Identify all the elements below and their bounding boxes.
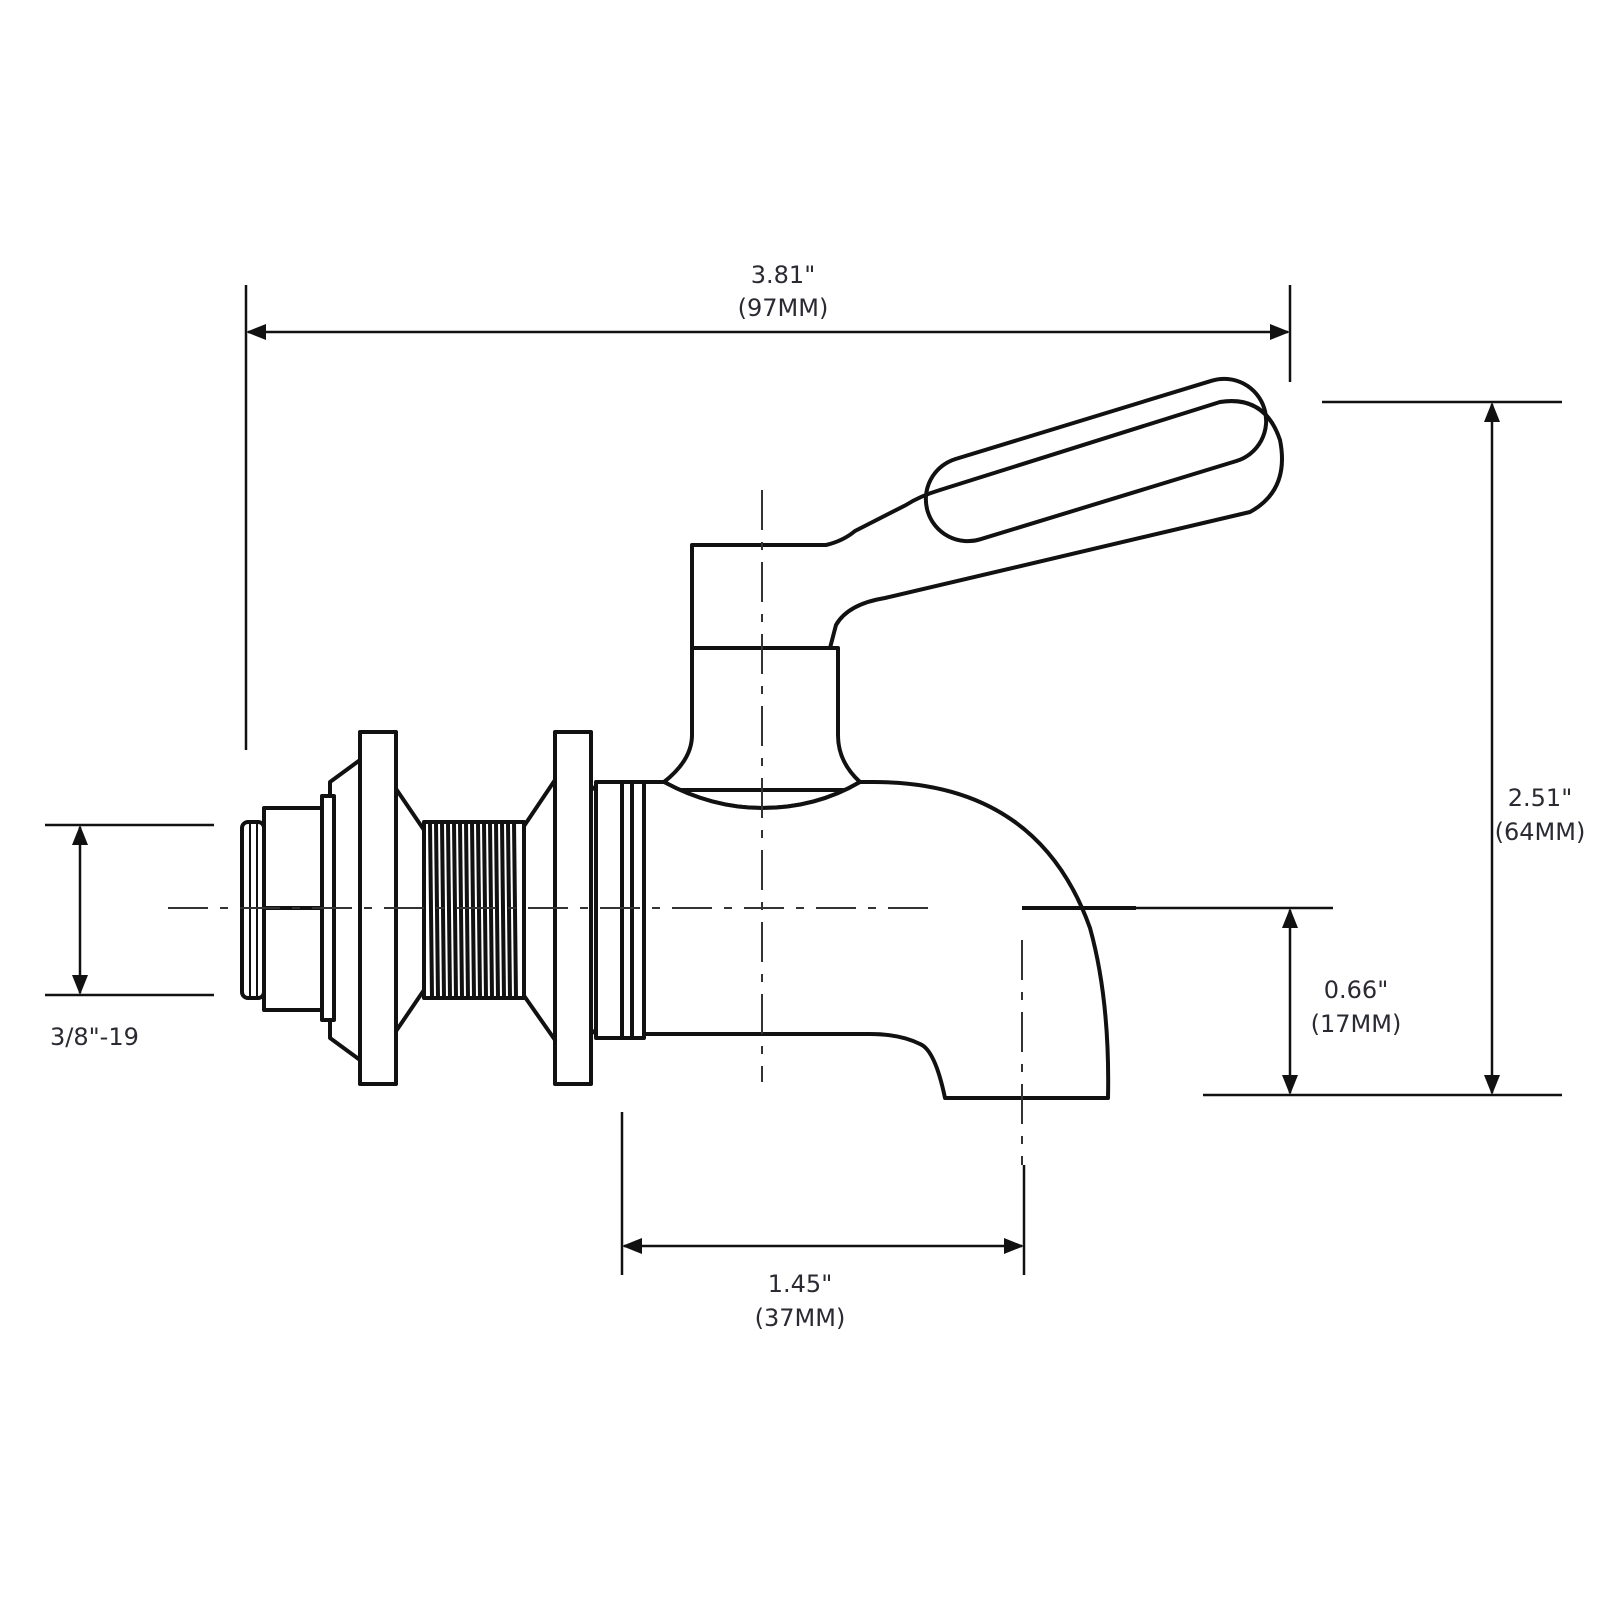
spout-body <box>638 780 1111 1100</box>
spout-height-inch: 0.66" <box>1324 976 1388 1004</box>
thread-line <box>488 821 494 999</box>
thread-line <box>464 821 470 999</box>
thread-line <box>506 821 512 999</box>
thread-line <box>512 821 518 999</box>
thread-line <box>446 821 452 999</box>
thread-line <box>476 821 482 999</box>
overall-height-mm: (64MM) <box>1495 818 1586 846</box>
spout-height-mm: (17MM) <box>1311 1010 1402 1038</box>
dimension-overall-length: 3.81" (97MM) <box>244 261 1292 750</box>
dimension-thread: 3/8"-19 <box>45 823 214 1051</box>
threaded-shank <box>422 820 526 1000</box>
faucet-illustration <box>240 376 1284 1100</box>
thread-line <box>452 821 458 999</box>
handle-lever <box>690 376 1284 650</box>
hex-nut <box>262 794 336 1022</box>
overall-length-inch: 3.81" <box>751 261 815 289</box>
dimension-spout-height: 0.66" (17MM) <box>1136 906 1402 1095</box>
dimension-spout-reach: 1.45" (37MM) <box>620 1112 1026 1332</box>
overall-height-inch: 2.51" <box>1508 784 1572 812</box>
thread-line <box>428 821 434 999</box>
thread-line <box>458 821 464 999</box>
thread-line <box>494 821 500 999</box>
thread-line <box>440 821 446 999</box>
right-flange <box>518 730 598 1086</box>
spout-reach-inch: 1.45" <box>768 1270 832 1298</box>
overall-length-mm: (97MM) <box>738 294 829 322</box>
spout-reach-mm: (37MM) <box>755 1304 846 1332</box>
thread-line <box>482 821 488 999</box>
center-lines <box>168 490 1136 1165</box>
dimension-overall-height: 2.51" (64MM) <box>1203 400 1586 1097</box>
body-collar <box>594 780 646 1040</box>
inlet-thread <box>240 820 266 1000</box>
thread-label: 3/8"-19 <box>50 1023 139 1051</box>
thread-line <box>500 821 506 999</box>
thread-line <box>470 821 476 999</box>
thread-line <box>434 821 440 999</box>
